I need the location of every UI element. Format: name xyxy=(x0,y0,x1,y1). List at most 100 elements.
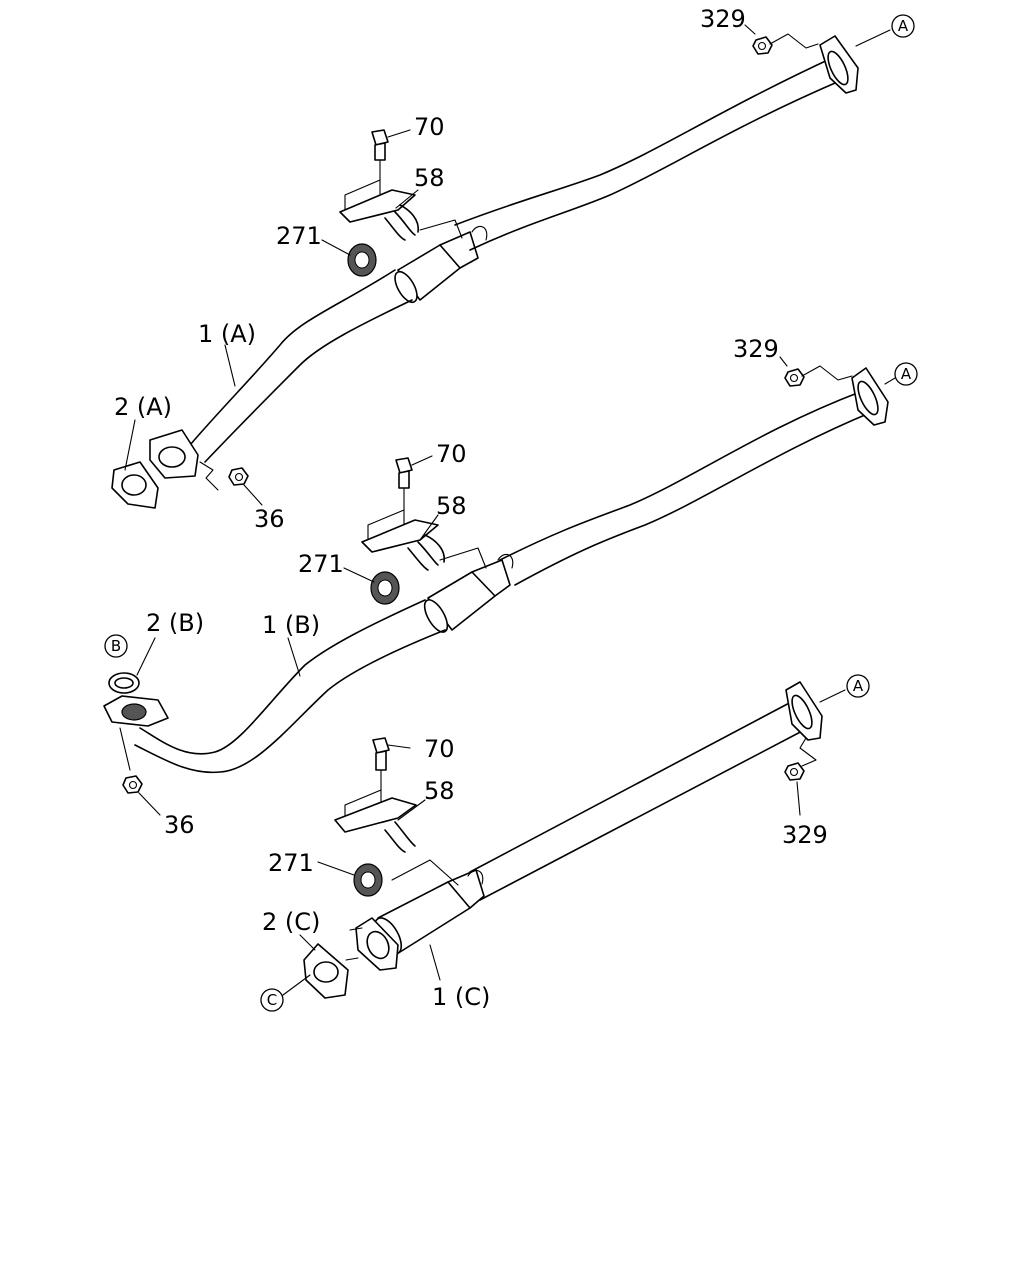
leader-b-271 xyxy=(343,567,375,583)
ref-b-label: B xyxy=(111,637,121,655)
bracket-58-c-fork xyxy=(384,821,416,853)
flange-b-rear-opening xyxy=(857,380,879,416)
leader-c-pipe xyxy=(429,944,441,981)
pipe-a-front-bottom-edge xyxy=(204,299,413,463)
leader-c-329 xyxy=(796,781,801,816)
leader-lines xyxy=(124,24,896,996)
ref-c-label: C xyxy=(267,991,277,1009)
pipe-a-front-top-edge xyxy=(189,269,396,446)
hanger-271-b-core xyxy=(377,579,393,597)
hanger-rod-c xyxy=(391,859,459,886)
ref-b-circle xyxy=(104,634,128,658)
label-b-58: 58 xyxy=(436,492,467,520)
leader-a-end xyxy=(855,29,891,47)
pipe-a-rear-bottom-edge xyxy=(469,79,843,251)
pipe-b-rear-top-edge xyxy=(499,391,861,561)
nut-36-b xyxy=(122,775,143,794)
catalyst-a-rear-neck xyxy=(439,231,479,269)
pipe-b-front-bottom-edge xyxy=(134,629,446,774)
leader-b-329 xyxy=(779,356,788,367)
pipe-c-top-edge xyxy=(469,699,796,873)
leader-a-271 xyxy=(321,239,351,256)
label-a-gasket: 2 (A) xyxy=(114,393,172,421)
pipe-c-bottom-edge xyxy=(479,727,809,901)
pipe-a-rear-top-edge xyxy=(454,57,833,226)
nut-329-b-guide xyxy=(801,365,853,381)
catalyst-c-rear-neck xyxy=(447,869,485,909)
nut-329-c xyxy=(784,762,805,781)
flange-a-front-opening xyxy=(158,446,186,468)
nut-36-a-hole xyxy=(234,472,244,482)
leader-b-gasket xyxy=(136,637,156,676)
leader-c-front xyxy=(282,974,311,996)
bolt-70-b-shank xyxy=(398,470,410,489)
leader-b-end xyxy=(884,377,896,385)
nut-36-a xyxy=(228,467,249,486)
leader-c-70 xyxy=(387,744,411,749)
label-c-58: 58 xyxy=(424,777,455,805)
bolt-70-a-head xyxy=(371,129,389,146)
leader-a-329 xyxy=(744,24,756,35)
bracket-58-b-plate xyxy=(361,519,439,553)
leader-a-pipe xyxy=(224,344,236,387)
leader-c-58 xyxy=(397,799,426,821)
assembly-b xyxy=(103,365,889,794)
nut-329-a xyxy=(752,36,773,55)
part-labels: 329 70 58 271 1 (A) 2 (A) 36 329 70 58 2… xyxy=(114,5,828,1011)
hanger-rod-a xyxy=(419,219,463,239)
label-c-329: 329 xyxy=(782,821,828,849)
nut-329-c-hole xyxy=(789,767,799,777)
flange-b-rear xyxy=(851,367,889,426)
bracket-58-a-plate xyxy=(339,189,416,223)
hanger-271-c-core xyxy=(360,871,376,889)
leader-b-70 xyxy=(411,455,433,466)
bolt-70-c-shank xyxy=(375,750,387,771)
ref-c-circle xyxy=(260,988,284,1012)
nut-36-b-hole xyxy=(128,780,138,790)
gasket-a xyxy=(111,461,159,509)
flange-c-front xyxy=(355,917,399,971)
nut-329-c-guide xyxy=(799,737,817,767)
assembly-a xyxy=(111,33,859,509)
ref-a-label-3: A xyxy=(853,677,864,695)
nut-329-a-hole xyxy=(757,41,767,51)
hanger-rod-b xyxy=(439,547,487,569)
label-a-pipe: 1 (A) xyxy=(198,320,256,348)
label-b-36: 36 xyxy=(164,811,195,839)
hanger-loop-a xyxy=(471,225,488,241)
catalyst-b-rear-neck xyxy=(471,559,511,597)
label-c-70: 70 xyxy=(424,735,455,763)
label-a-329: 329 xyxy=(700,5,746,33)
label-a-58: 58 xyxy=(414,164,445,192)
hanger-loop-b xyxy=(497,553,514,569)
bracket-58-c-plate xyxy=(334,797,417,833)
label-a-70: 70 xyxy=(414,113,445,141)
leader-a-gasket xyxy=(124,419,136,471)
gasket-c xyxy=(303,943,349,999)
catalyst-a-front-face xyxy=(394,270,418,304)
flange-a-rear xyxy=(819,35,859,94)
gasket-c-opening xyxy=(313,961,339,983)
hanger-271-a-core xyxy=(354,251,370,269)
leader-c-271 xyxy=(317,861,355,876)
label-b-329: 329 xyxy=(733,335,779,363)
pipe-b-rear-bottom-edge xyxy=(514,411,873,586)
flange-c-front-opening xyxy=(366,930,390,960)
flange-c-studs xyxy=(345,927,363,961)
leader-b-pipe xyxy=(287,637,301,677)
leader-c-end xyxy=(819,689,846,703)
ref-a-label-2: A xyxy=(901,365,912,383)
ref-a-circle-3 xyxy=(846,674,870,698)
nut-36-a-guide xyxy=(199,461,219,491)
catalyst-b-front-face xyxy=(423,599,449,633)
gasket-b xyxy=(108,672,140,694)
label-a-271: 271 xyxy=(276,222,322,250)
bracket-58-a-arm xyxy=(399,204,420,233)
label-b-pipe: 1 (B) xyxy=(262,611,320,639)
label-b-gasket: 2 (B) xyxy=(146,609,204,637)
gasket-b-opening xyxy=(114,677,134,689)
flange-a-rear-opening xyxy=(827,50,849,86)
ref-a-circle-1 xyxy=(891,14,915,38)
pipe-b-front-top-edge xyxy=(139,599,426,755)
